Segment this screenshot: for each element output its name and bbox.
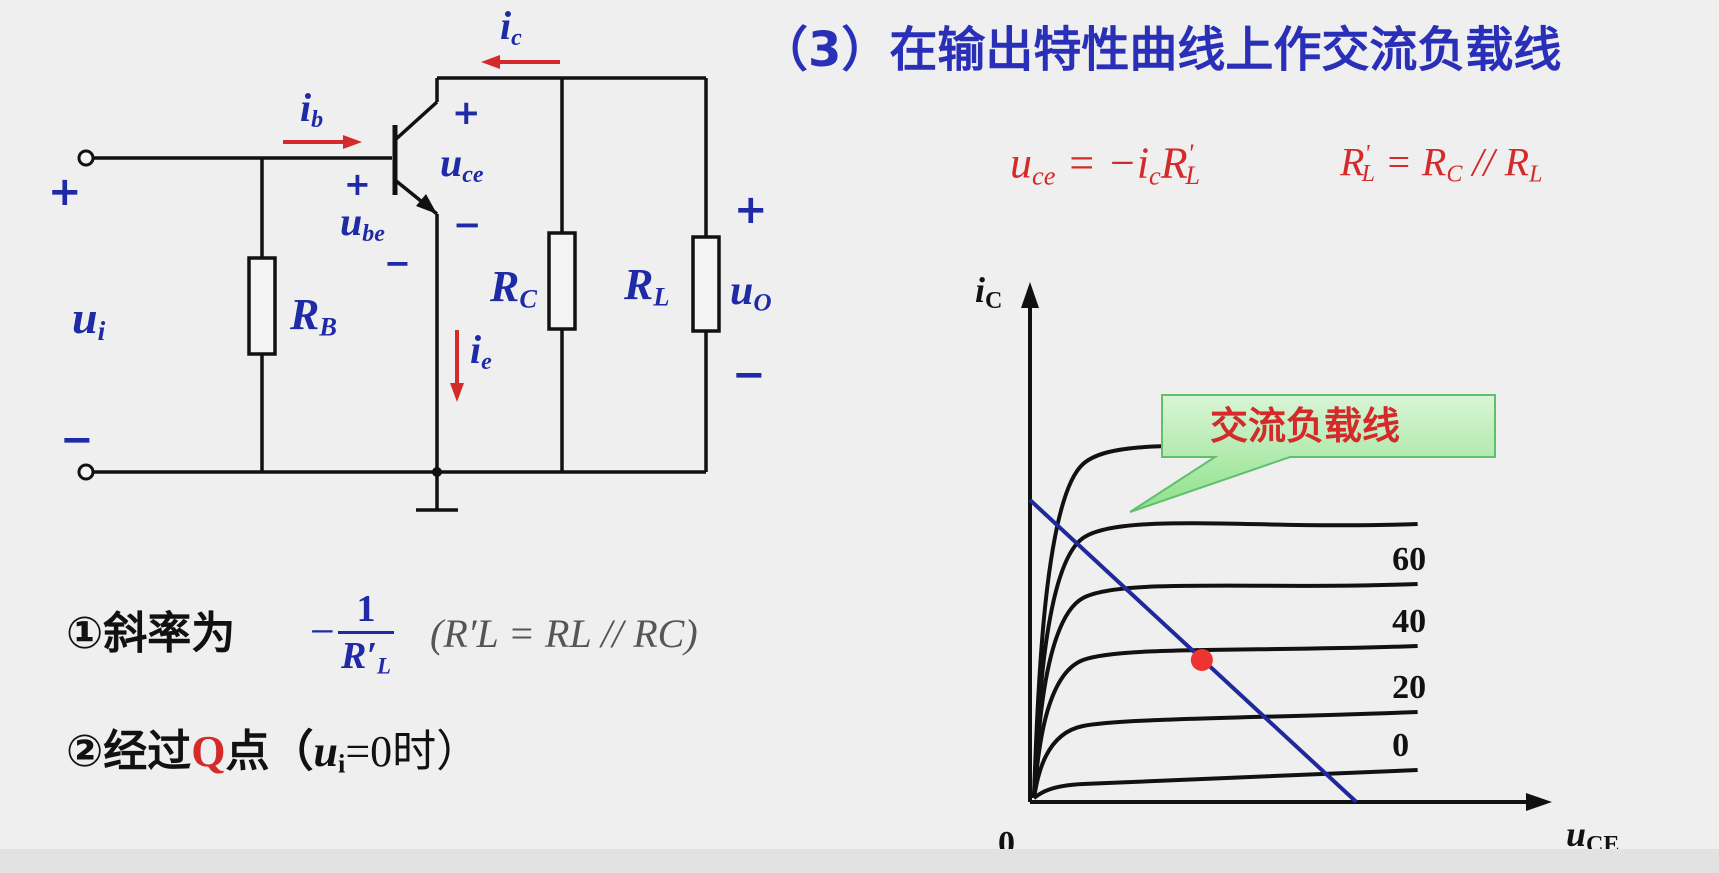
ac-load-formula: uce = −icR'L	[1010, 138, 1200, 191]
rb-label: RB	[290, 290, 337, 342]
ic-label: ic	[500, 3, 522, 51]
rc-label: RC	[490, 262, 537, 314]
characteristic-curve-4	[1032, 710, 1418, 799]
callout-text: 交流负载线	[1210, 404, 1401, 448]
ube-plus: +	[344, 165, 371, 203]
input-terminal-top	[77, 149, 95, 167]
curve-label-5: 0	[1392, 727, 1409, 764]
circuit-diagram	[77, 55, 721, 512]
emitter-arrow	[416, 194, 437, 214]
x-axis-arrow	[1526, 793, 1552, 811]
transistor-collector	[393, 100, 439, 142]
characteristic-curve-2	[1032, 582, 1418, 799]
rl-label: RL	[624, 260, 670, 312]
characteristic-curve-3	[1032, 644, 1418, 799]
y-axis-arrow	[1021, 282, 1039, 308]
ie-label: ie	[470, 327, 492, 375]
resistor-rc	[547, 231, 577, 331]
curve-label-4: 20	[1392, 669, 1426, 706]
input-terminal-bottom	[77, 463, 95, 481]
uo-label: uO	[730, 268, 772, 317]
uce-minus: −	[453, 205, 482, 245]
q-point-letter: Q	[191, 727, 226, 776]
slope-minus: −	[310, 607, 335, 656]
ube-minus: −	[384, 244, 411, 282]
slope-numerator: 1	[356, 588, 376, 630]
step2-line: ②经过Q点（ui=0时）	[66, 726, 481, 779]
curve-label-3: 40	[1392, 603, 1426, 640]
slope-denominator: R′L	[341, 635, 391, 679]
equivalent-resistance-formula: R'L = RC // RL	[1340, 139, 1543, 188]
resistor-rl	[691, 235, 721, 333]
resistor-rb	[247, 256, 277, 356]
q-point-marker	[1190, 649, 1213, 671]
bottom-bar	[0, 849, 1719, 873]
curve-label-2: 60	[1392, 541, 1426, 578]
ube-label: ube	[340, 199, 385, 247]
ib-label: ib	[300, 85, 324, 133]
uo-minus: −	[732, 352, 766, 398]
y-axis-label: iC	[975, 270, 1002, 314]
slope-fraction: 1 R′L	[312, 590, 420, 678]
characteristic-curve-1	[1032, 521, 1418, 799]
characteristic-curve-5	[1032, 768, 1418, 800]
slide-title: （3）在输出特性曲线上作交流负载线	[760, 22, 1562, 78]
ac-load-line	[1028, 498, 1358, 804]
ui-plus: +	[48, 169, 82, 215]
uce-label: uce	[440, 140, 484, 188]
ui-label: ui	[72, 292, 106, 346]
slope-condition: (R′L = RL // RC)	[430, 611, 698, 656]
slope-fraction-bar	[338, 631, 394, 634]
step1-label: ①斜率为	[66, 608, 236, 659]
ui-minus: −	[60, 417, 94, 463]
uo-plus: +	[734, 187, 768, 233]
uce-plus: +	[452, 93, 481, 133]
